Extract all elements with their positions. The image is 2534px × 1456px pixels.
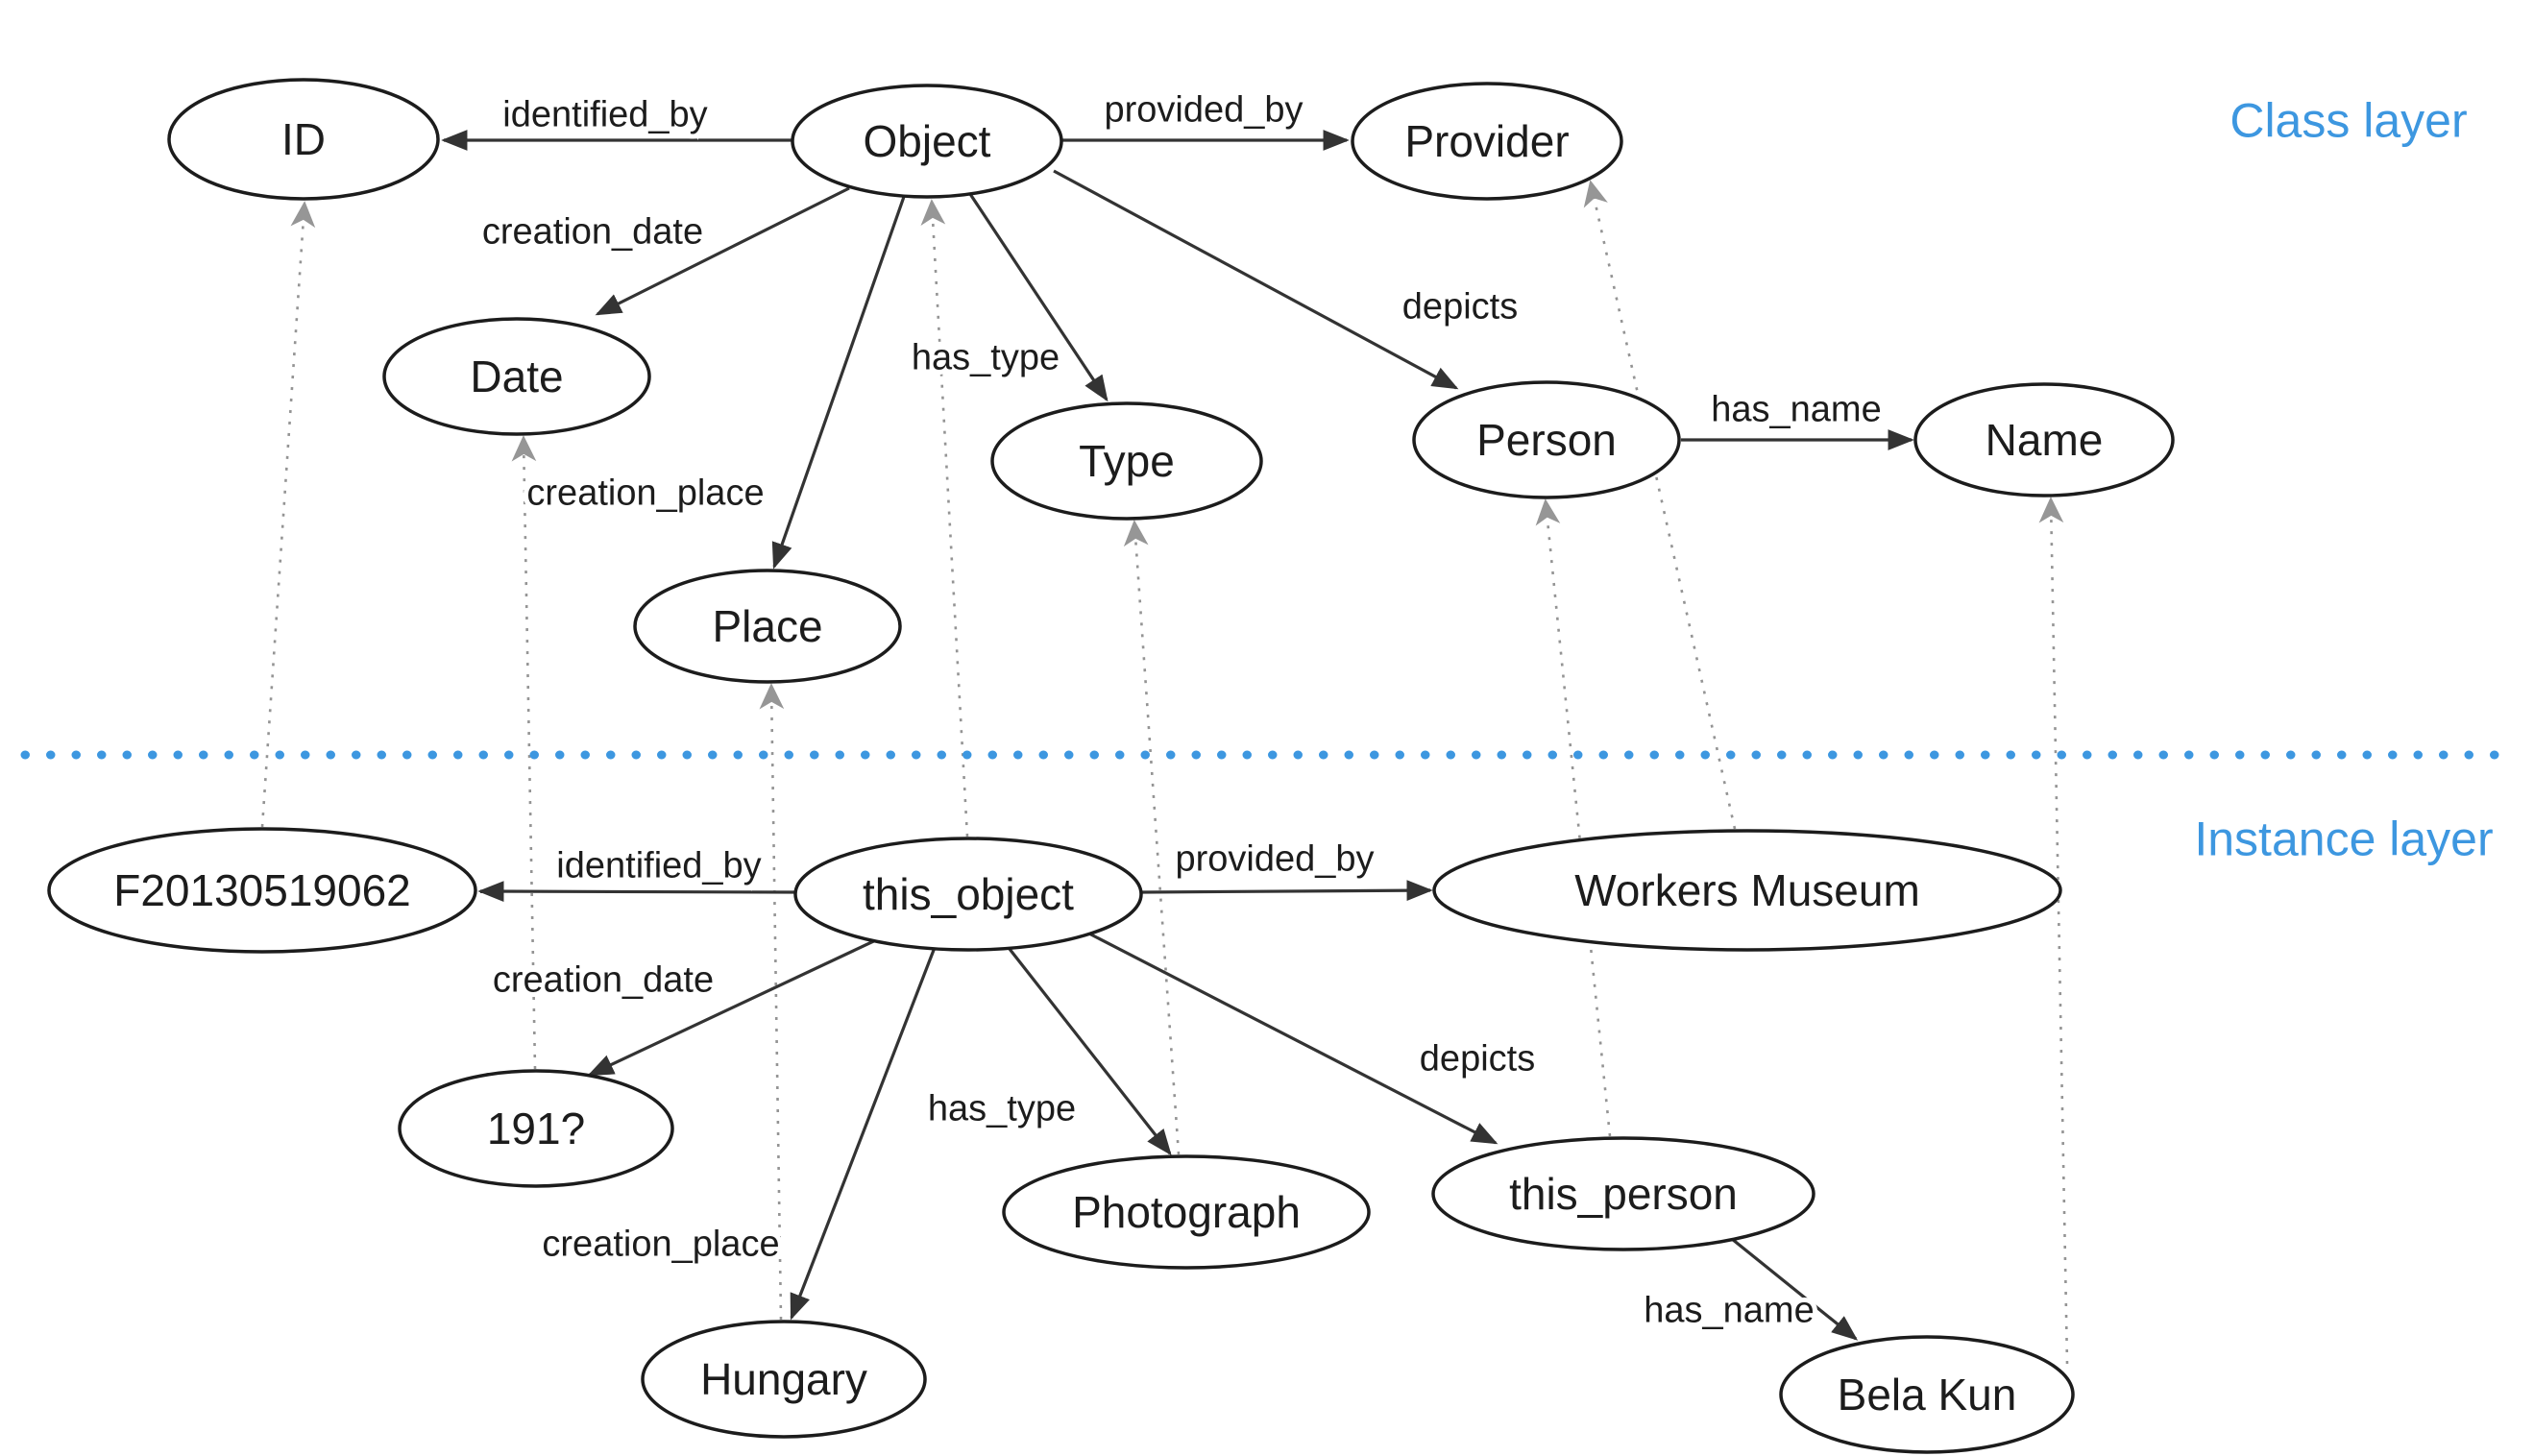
node-label-date: Date — [470, 352, 563, 401]
node-ellipse-object — [791, 84, 1063, 199]
edge-creation_date-object-to-date — [595, 186, 850, 316]
node-ellipse-name — [1913, 382, 2175, 497]
edge-label-provided_by-this_object-to-workers_museum: provided_by — [1175, 838, 1374, 879]
node-ellipse-photograph — [1002, 1154, 1371, 1270]
node-label-this_person: this_person — [1509, 1169, 1738, 1219]
instance-of-edge-f20130519062-to-id — [260, 201, 316, 828]
node-date-class: Date — [382, 317, 651, 436]
node-ellipse-person — [1412, 380, 1681, 499]
edge-label-has_type-object-to-type: has_type — [912, 337, 1060, 377]
edge-label-creation_date-this_object-to-191: creation_date — [493, 959, 714, 1000]
node-ellipse-workers_museum — [1432, 829, 2062, 952]
edge-has_type-this_object-to-photograph — [1004, 943, 1172, 1156]
node-label-f20130519062: F20130519062 — [113, 865, 411, 915]
edge-label-provided_by-object-to-provider: provided_by — [1104, 89, 1303, 130]
edge-creation_place-this_object-to-hungary — [790, 944, 938, 1321]
edge-label-creation_date-object-to-date: creation_date — [482, 211, 703, 252]
node-label-place: Place — [712, 601, 822, 651]
node-this_object-instance: this_object — [793, 837, 1143, 952]
node-ellipse-f20130519062 — [47, 827, 477, 954]
node-ellipse-hungary — [641, 1320, 927, 1439]
edge-has_type-object-to-type — [968, 193, 1109, 402]
edge-provided_by-this_object-to-workers_museum — [1141, 880, 1433, 902]
node-person-class: Person — [1412, 380, 1681, 499]
node-label-bela_kun: Bela Kun — [1838, 1370, 2017, 1420]
edge-depicts-object-to-person — [1053, 169, 1459, 390]
edge-identified_by-this_object-to-f20130519062 — [477, 881, 795, 902]
node-provider-class: Provider — [1351, 82, 1623, 201]
edge-label-identified_by-object-to-id: identified_by — [502, 94, 707, 134]
node-label-provider: Provider — [1404, 116, 1569, 166]
node-label-name: Name — [1986, 415, 2104, 465]
edge-label-creation_place-object-to-place: creation_place — [526, 473, 764, 513]
node-hungary-instance: Hungary — [641, 1320, 927, 1439]
edge-creation_place-object-to-place — [771, 193, 907, 570]
edge-label-has_name-this_person-to-bela_kun: has_name — [1644, 1290, 1814, 1330]
edge-label-creation_place-this_object-to-hungary: creation_place — [542, 1224, 779, 1264]
node-place-class: Place — [633, 569, 902, 684]
node-ellipse-this_person — [1431, 1136, 1815, 1251]
instance-layer-label: Instance layer — [2194, 813, 2493, 866]
node-name-class: Name — [1913, 382, 2175, 497]
instance-of-edge-photograph-to-type — [1123, 520, 1181, 1155]
node-label-object: Object — [864, 116, 991, 166]
instance-of-edge-this_object-to-object — [920, 199, 969, 837]
edge-creation_date-this_object-to-191 — [587, 935, 883, 1077]
edge-depicts-this_object-to-this_person — [1083, 929, 1498, 1145]
instance-of-edge-hungary-to-place — [759, 683, 785, 1321]
edge-label-depicts-this_object-to-this_person: depicts — [1420, 1038, 1535, 1079]
instance-of-edge-191-to-date — [511, 435, 537, 1070]
instance-of-edge-this_person-to-person — [1535, 498, 1612, 1137]
node-ellipse-place — [633, 569, 902, 684]
node-ellipse-this_object — [793, 837, 1143, 952]
node-ellipse-type — [990, 401, 1263, 521]
node-191-instance: 191? — [398, 1069, 674, 1188]
edge-label-has_name-person-to-name: has_name — [1711, 389, 1881, 429]
node-label-type: Type — [1079, 436, 1175, 486]
node-ellipse-191 — [398, 1069, 674, 1188]
node-f20130519062-instance: F20130519062 — [47, 827, 477, 954]
node-label-191: 191? — [487, 1104, 585, 1153]
instance-of-edges — [260, 180, 2069, 1365]
edge-label-identified_by-this_object-to-f20130519062: identified_by — [556, 845, 761, 886]
node-ellipse-date — [382, 317, 651, 436]
node-label-workers_museum: Workers Museum — [1574, 865, 1920, 915]
node-label-this_object: this_object — [863, 869, 1074, 919]
edge-has_name-this_person-to-bela_kun — [1725, 1233, 1859, 1341]
relation-edges — [441, 130, 1914, 1341]
node-label-person: Person — [1476, 415, 1617, 465]
node-label-photograph: Photograph — [1072, 1187, 1301, 1237]
node-photograph-instance: Photograph — [1002, 1154, 1371, 1270]
node-ellipse-id — [167, 78, 440, 201]
node-bela_kun-instance: Bela Kun — [1779, 1335, 2075, 1454]
edge-label-depicts-object-to-person: depicts — [1402, 286, 1518, 327]
instance-of-edge-bela_kun-to-name — [2038, 497, 2069, 1365]
instance-of-edge-workers_museum-to-provider — [1583, 180, 1737, 830]
node-label-hungary: Hungary — [700, 1354, 867, 1404]
node-ellipse-provider — [1351, 82, 1623, 201]
node-id-class: ID — [167, 78, 440, 201]
node-this_person-instance: this_person — [1431, 1136, 1815, 1251]
node-type-class: Type — [990, 401, 1263, 521]
class-layer-label: Class layer — [2229, 94, 2467, 148]
node-object-class: Object — [791, 84, 1063, 199]
edge-label-has_type-this_object-to-photograph: has_type — [928, 1088, 1076, 1128]
node-ellipse-bela_kun — [1779, 1335, 2075, 1454]
node-label-id: ID — [281, 114, 326, 164]
node-workers_museum-instance: Workers Museum — [1432, 829, 2062, 952]
